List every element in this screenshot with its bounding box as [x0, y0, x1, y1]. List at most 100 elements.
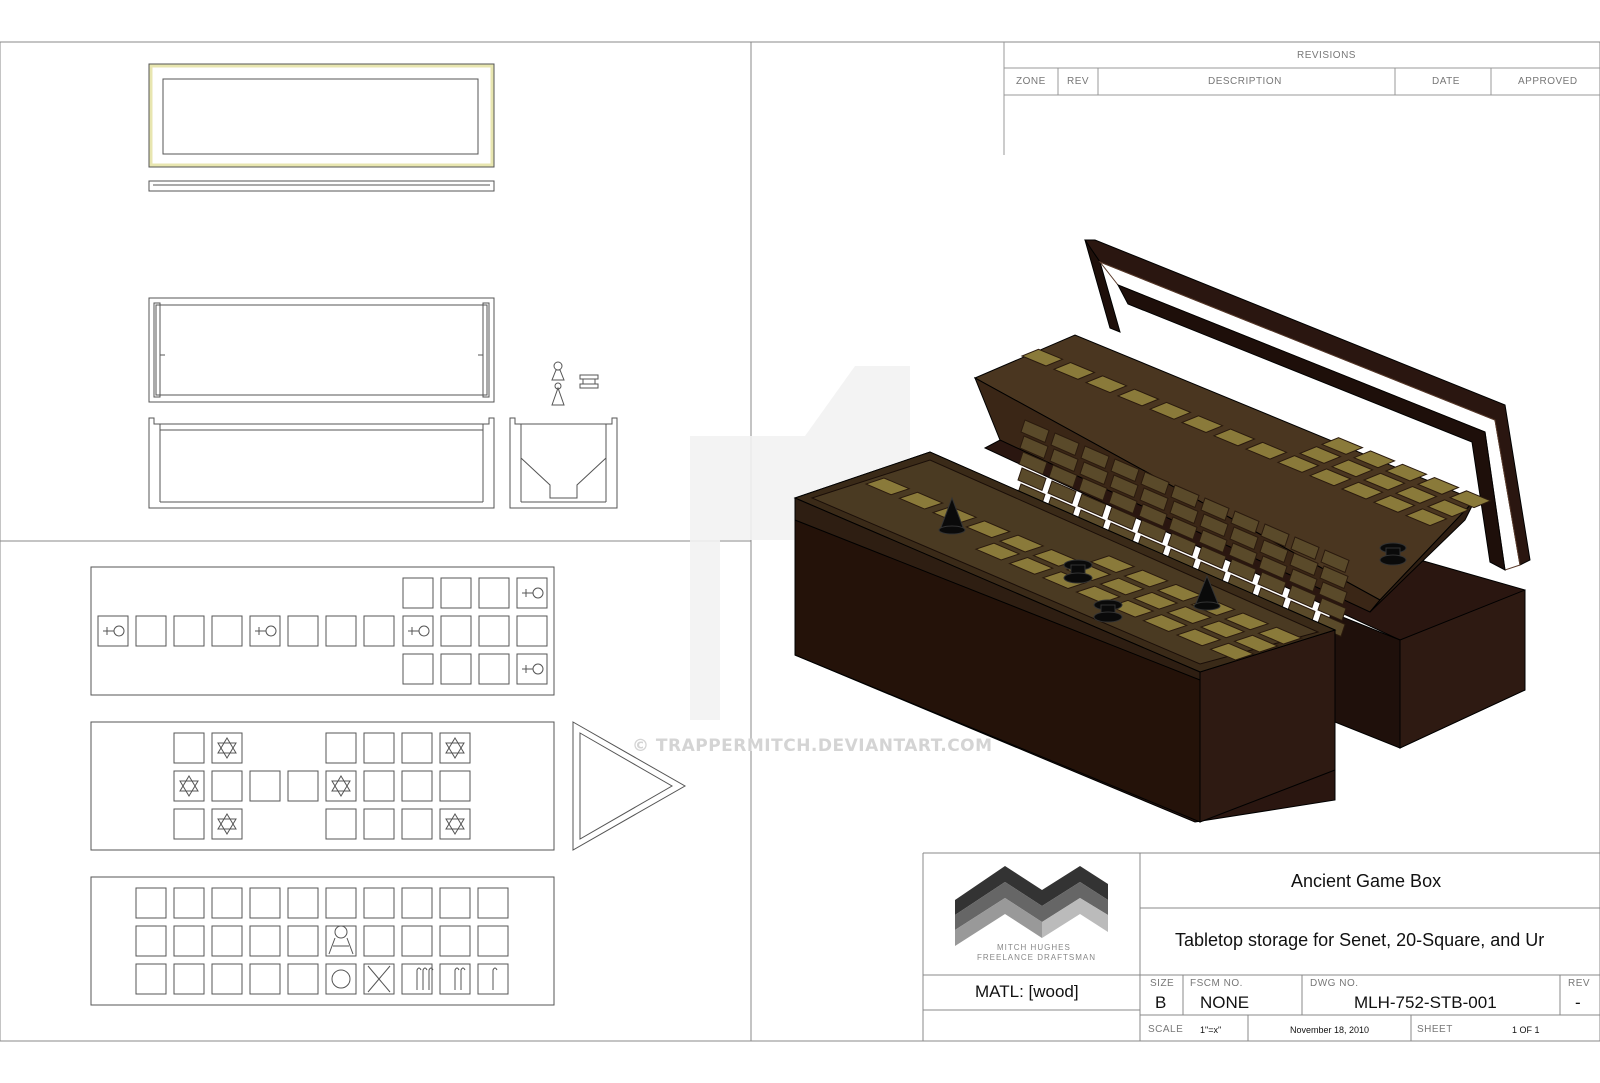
board-grid-cell: [1199, 513, 1229, 538]
board-square: [478, 577, 510, 609]
board-inlay: [1148, 401, 1192, 420]
board-square: [401, 732, 433, 764]
board-square: [135, 963, 167, 995]
board-inlay: [864, 477, 911, 496]
board-square: [439, 732, 471, 764]
box-end-view: [509, 417, 618, 509]
board-grid-cell: [1320, 549, 1350, 574]
board-grid-cell: [1228, 542, 1258, 567]
board-grid-cell: [1078, 477, 1108, 502]
board-grid-cell: [1259, 539, 1289, 564]
board-square: [173, 963, 205, 995]
board-grid-cell: [1048, 464, 1078, 489]
board-square: [516, 653, 548, 685]
board-grid-cell: [1137, 519, 1167, 544]
fscm-label: FSCM NO.: [1190, 978, 1243, 989]
logo-name: MITCH HUGHES: [997, 943, 1071, 952]
board-inlay: [1394, 486, 1438, 504]
board-grid-cell: [1288, 568, 1318, 593]
board-square: [477, 963, 509, 995]
board-grid-cell: [1079, 461, 1109, 486]
board-square: [402, 653, 434, 685]
board-square: [439, 808, 471, 840]
revisions-col-approved: APPROVED: [1518, 76, 1578, 87]
board-inlay: [1199, 620, 1246, 639]
revisions-title: REVISIONS: [1297, 50, 1356, 61]
revisions-table: [1003, 42, 1600, 155]
board-inlay: [1132, 591, 1179, 610]
board-grid-cell: [1049, 448, 1079, 473]
isometric-game-box: [793, 239, 1531, 823]
board-grid-cell: [1289, 552, 1319, 577]
rev-value: -: [1575, 993, 1581, 1012]
board-grid-cell: [1287, 584, 1317, 609]
board-square: [478, 615, 510, 647]
revisions-col-rev: REV: [1067, 76, 1090, 87]
board-square: [287, 770, 319, 802]
board-inlay: [1404, 508, 1448, 527]
rosette-star-icon: [331, 775, 351, 797]
board-square: [363, 732, 395, 764]
box-front-view: [148, 417, 495, 509]
sheet-frame: [0, 41, 1600, 1042]
board-square: [440, 577, 472, 609]
board-square: [363, 925, 395, 957]
twenty-square-board-squares: [173, 732, 471, 840]
board-square: [440, 653, 472, 685]
board-square: [287, 963, 319, 995]
board-square: [211, 925, 243, 957]
board-inlay: [1372, 495, 1416, 513]
double-chevron-logo-icon: [955, 866, 1108, 946]
board-inlay: [1052, 362, 1096, 380]
board-square: [211, 770, 243, 802]
board-inlay: [1233, 634, 1280, 653]
board-square: [287, 887, 319, 919]
board-grid-cell: [1050, 432, 1080, 457]
board-grid-cell: [1290, 536, 1320, 561]
board-square: [325, 770, 357, 802]
board-grid-cell: [1167, 532, 1197, 557]
board-inlay: [1320, 437, 1364, 455]
board-inlay: [1276, 455, 1320, 473]
board-inlay: [1257, 626, 1304, 645]
ankh-icon: [522, 587, 544, 599]
ur-board-squares: [97, 577, 548, 685]
board-grid-cell: [1168, 516, 1198, 541]
board-square: [211, 887, 243, 919]
board-inlay: [1084, 375, 1128, 394]
board-square: [401, 770, 433, 802]
board-square: [401, 963, 433, 995]
board-grid-cell: [1169, 500, 1199, 525]
board-square: [325, 925, 357, 957]
board-inlay: [1223, 612, 1270, 631]
board-grid-cell: [1260, 523, 1290, 548]
board-inlay: [898, 491, 945, 510]
triangle-wedge: [572, 721, 687, 851]
board-inlay: [1384, 463, 1428, 482]
board-inlay: [1123, 569, 1170, 588]
senet-symbols: [328, 925, 498, 993]
back-tray-inlays: [1020, 348, 1492, 527]
board-square: [401, 808, 433, 840]
board-square: [325, 887, 357, 919]
ur-board: [90, 566, 555, 696]
board-square: [439, 925, 471, 957]
board-grid-cell: [1257, 571, 1287, 596]
dwg-label: DWG NO.: [1310, 978, 1359, 989]
board-grid-cell: [1227, 558, 1257, 583]
board-inlay: [1166, 606, 1213, 624]
board-grid-cell: [1197, 545, 1227, 570]
ankh-icon: [103, 625, 125, 637]
board-square: [402, 615, 434, 647]
board-inlay: [1244, 441, 1288, 460]
board-square: [325, 808, 357, 840]
board-square: [135, 925, 167, 957]
board-inlay: [974, 542, 1021, 561]
board-inlay: [1212, 428, 1256, 447]
senet-board-squares: [135, 887, 509, 995]
game-pieces-detail: [551, 361, 599, 406]
board-square: [363, 808, 395, 840]
board-square: [287, 925, 319, 957]
board-square: [173, 808, 205, 840]
board-square: [516, 615, 548, 647]
